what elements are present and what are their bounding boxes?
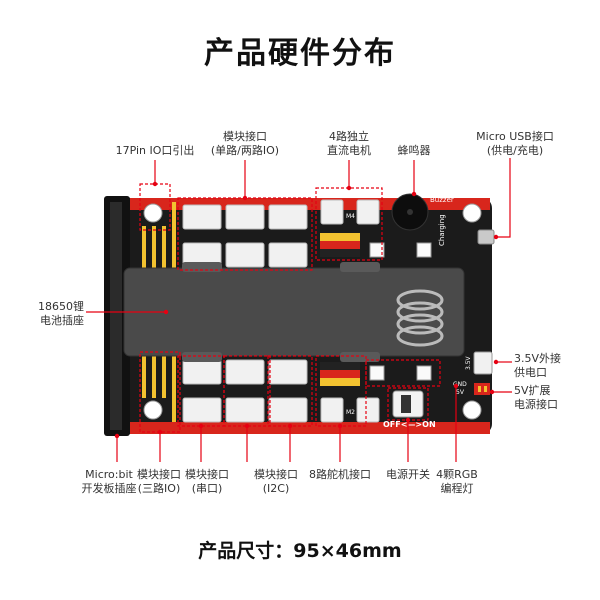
rgb-leds: [369, 242, 432, 381]
ext-3v5-port: [473, 351, 493, 375]
battery-spring: [396, 289, 444, 347]
motor-label-m2: M2: [346, 409, 355, 416]
leader-dots: [114, 181, 499, 439]
mount-hole: [143, 203, 163, 223]
page-title: 产品硬件分布: [204, 36, 396, 71]
pin-header-top: [142, 202, 176, 268]
mount-hole: [462, 400, 482, 420]
module-connectors-bottom: [182, 359, 308, 423]
charging-silk: Charging: [438, 214, 446, 246]
label-serial: 模块接口(串口): [185, 468, 229, 495]
annotation-boxes: [139, 183, 441, 433]
label-power: 电源开关: [386, 468, 430, 481]
label-usb: Micro USB接口(供电/充电): [476, 130, 554, 157]
label-motor: 4路独立直流电机: [327, 130, 371, 157]
label-servo: 8路舵机接口: [309, 468, 371, 481]
label-17pin: 17Pin IO口引出: [115, 144, 195, 157]
off-on-silk: OFF<—>ON: [383, 420, 436, 429]
mount-hole: [462, 203, 482, 223]
bottom-red-band: [130, 422, 490, 434]
label-module-top: 模块接口(单路/两路IO): [210, 130, 280, 157]
module-connectors-top: [182, 204, 308, 268]
label-module3: 模块接口(三路IO): [137, 468, 181, 495]
buzzer-silk: Buzzer: [430, 196, 454, 204]
label-ext5v: 5V扩展电源接口: [514, 384, 558, 411]
v35-silk: 3.5V: [465, 355, 472, 370]
motor-connectors: [320, 199, 380, 423]
label-i2c: 模块接口(I2C): [254, 468, 298, 495]
servo-header-top: [320, 233, 360, 257]
label-battery: 18650锂电池插座: [38, 300, 84, 327]
leader-lines: [86, 158, 512, 462]
label-buzzer: 蜂鸣器: [397, 144, 431, 157]
pin-header-bottom: [142, 356, 176, 422]
micro-usb-port: [477, 229, 495, 245]
v5-silk: 5V: [456, 389, 465, 396]
product-size: 产品尺寸：95×46mm: [198, 540, 402, 562]
battery-holder: [123, 267, 465, 357]
gnd-silk: GND: [453, 381, 467, 388]
mount-hole: [143, 400, 163, 420]
servo-header-bottom: [320, 362, 360, 386]
motor-label-m4: M4: [346, 213, 355, 220]
label-ext35: 3.5V外接供电口: [514, 352, 562, 379]
ext-5v-port: [474, 383, 490, 395]
